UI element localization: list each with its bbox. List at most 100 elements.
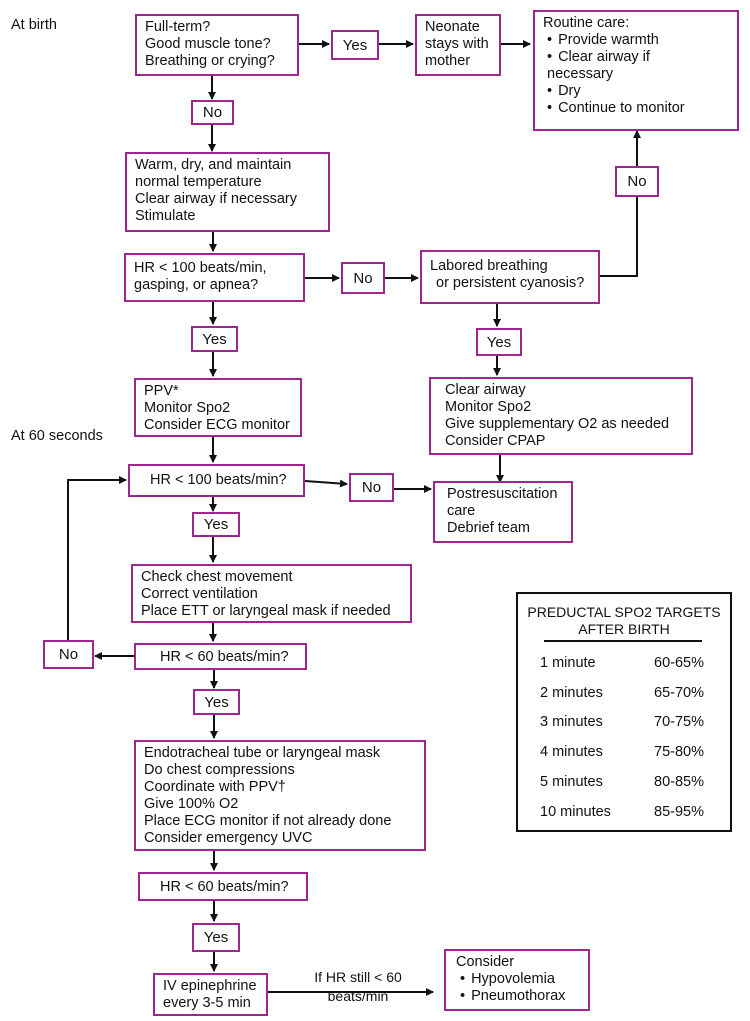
row-target: 60-65% xyxy=(654,655,704,671)
endo-line-2: Do chest compressions xyxy=(144,762,295,778)
row-target: 85-95% xyxy=(654,804,704,820)
row-target: 65-70% xyxy=(654,685,704,701)
warm-line-4: Stimulate xyxy=(135,208,196,224)
hr4-line-1: HR < 60 beats/min? xyxy=(160,879,289,895)
neonate-stays-box: Neonate stays with mother xyxy=(415,14,501,76)
row-time: 4 minutes xyxy=(540,744,603,760)
routine-item-warmth: Provide warmth xyxy=(543,32,729,49)
at-60-seconds-label: At 60 seconds xyxy=(11,428,103,444)
labored-breathing-box: Labored breathing or persistent cyanosis… xyxy=(420,250,600,304)
answer-no: No xyxy=(615,166,659,197)
table-title-divider xyxy=(544,640,702,642)
assessment-line-1: Full-term? xyxy=(145,19,211,35)
endo-line-4: Give 100% O2 xyxy=(144,796,239,812)
table-row: 3 minutes 70-75% xyxy=(540,714,718,730)
answer-yes: Yes xyxy=(191,326,238,352)
post-line-1: Postresuscitation xyxy=(447,486,558,502)
assessment-line-3: Breathing or crying? xyxy=(145,53,275,69)
clear-airway-line-4: Consider CPAP xyxy=(445,433,546,449)
clear-airway-line-2: Monitor Spo2 xyxy=(445,399,532,415)
neonate-line-2: stays with xyxy=(425,36,489,52)
table-row: 5 minutes 80-85% xyxy=(540,774,718,790)
answer-no: No xyxy=(341,262,385,294)
consider-title: Consider xyxy=(456,954,515,970)
answer-yes: Yes xyxy=(192,923,240,952)
hr3-line-1: HR < 60 beats/min? xyxy=(160,649,289,665)
iv-epinephrine-box: IV epinephrine every 3-5 min xyxy=(153,973,268,1016)
answer-no: No xyxy=(43,640,94,669)
clear-airway-box: Clear airway Monitor Spo2 Give supplemen… xyxy=(429,377,693,455)
routine-item-monitor: Continue to monitor xyxy=(543,100,729,117)
answer-no: No xyxy=(349,473,394,502)
spo2-targets-table: PREDUCTAL SPO2 TARGETS AFTER BIRTH 1 min… xyxy=(516,592,732,832)
routine-item-dry: Dry xyxy=(543,83,729,100)
if-hr-still-line2: beats/min xyxy=(327,988,389,1004)
consider-item-hypovolemia: Hypovolemia xyxy=(456,971,580,988)
clear-airway-line-1: Clear airway xyxy=(445,382,526,398)
hr-check-2-box: HR < 100 beats/min? xyxy=(128,464,305,497)
row-time: 5 minutes xyxy=(540,774,603,790)
warm-dry-box: Warm, dry, and maintain normal temperatu… xyxy=(125,152,330,232)
answer-yes: Yes xyxy=(476,328,522,356)
routine-care-title: Routine care: xyxy=(543,15,630,31)
routine-item-necessary: necessary xyxy=(547,66,614,82)
row-time: 10 minutes xyxy=(540,804,611,820)
initial-assessment-box: Full-term? Good muscle tone? Breathing o… xyxy=(135,14,299,76)
table-row: 10 minutes 85-95% xyxy=(540,804,718,820)
row-time: 1 minute xyxy=(540,655,596,671)
hr-check-1-box: HR < 100 beats/min, gasping, or apnea? xyxy=(124,253,305,302)
if-hr-still-line1: If HR still < 60 xyxy=(314,969,402,985)
chest-movement-box: Check chest movement Correct ventilation… xyxy=(131,564,412,623)
row-time: 3 minutes xyxy=(540,714,603,730)
row-target: 80-85% xyxy=(654,774,704,790)
consider-item-pneumothorax: Pneumothorax xyxy=(456,988,580,1005)
hr1-line-1: HR < 100 beats/min, xyxy=(134,260,267,276)
warm-line-1: Warm, dry, and maintain xyxy=(135,157,292,173)
hr1-line-2: gasping, or apnea? xyxy=(134,277,259,293)
chest-line-2: Correct ventilation xyxy=(141,586,258,602)
neonate-line-1: Neonate xyxy=(425,19,480,35)
answer-yes: Yes xyxy=(192,512,240,537)
post-line-3: Debrief team xyxy=(447,520,531,536)
ppv-line-2: Monitor Spo2 xyxy=(144,400,231,416)
hr2-line-1: HR < 100 beats/min? xyxy=(150,472,287,488)
answer-no: No xyxy=(191,100,234,125)
endo-line-5: Place ECG monitor if not already done xyxy=(144,813,392,829)
iv-line-2: every 3-5 min xyxy=(163,995,251,1011)
ppv-line-1: PPV* xyxy=(144,383,179,399)
chest-line-3: Place ETT or laryngeal mask if needed xyxy=(141,603,391,619)
table-row: 4 minutes 75-80% xyxy=(540,744,718,760)
if-hr-still-label: If HR still < 60 beats/min xyxy=(288,969,428,1005)
routine-care-box: Routine care: Provide warmth Clear airwa… xyxy=(533,10,739,131)
neonate-line-3: mother xyxy=(425,53,471,69)
row-target: 75-80% xyxy=(654,744,704,760)
post-line-2: care xyxy=(447,503,476,519)
postresuscitation-box: Postresuscitation care Debrief team xyxy=(433,481,573,543)
answer-yes: Yes xyxy=(331,30,379,60)
table-title-line-1: PREDUCTAL SPO2 TARGETS xyxy=(527,604,721,620)
warm-line-2: normal temperature xyxy=(135,174,262,190)
ppv-line-3: Consider ECG monitor xyxy=(144,417,290,433)
at-birth-label: At birth xyxy=(11,17,57,33)
hr-check-4-box: HR < 60 beats/min? xyxy=(138,872,308,901)
endotracheal-box: Endotracheal tube or laryngeal mask Do c… xyxy=(134,740,426,851)
table-row: 1 minute 60-65% xyxy=(540,655,718,671)
endo-line-6: Consider emergency UVC xyxy=(144,830,313,846)
iv-line-1: IV epinephrine xyxy=(163,978,257,994)
clear-airway-line-3: Give supplementary O2 as needed xyxy=(445,416,670,432)
ppv-box: PPV* Monitor Spo2 Consider ECG monitor xyxy=(134,378,302,437)
row-time: 2 minutes xyxy=(540,685,603,701)
consider-box: Consider Hypovolemia Pneumothorax xyxy=(444,949,590,1011)
chest-line-1: Check chest movement xyxy=(141,569,293,585)
warm-line-3: Clear airway if necessary xyxy=(135,191,297,207)
row-target: 70-75% xyxy=(654,714,704,730)
answer-yes: Yes xyxy=(193,689,240,715)
routine-item-clear-airway: Clear airway if xyxy=(543,49,729,66)
assessment-line-2: Good muscle tone? xyxy=(145,36,271,52)
table-title-line-2: AFTER BIRTH xyxy=(578,621,670,637)
labored-line-2: or persistent cyanosis? xyxy=(436,275,585,291)
hr-check-3-box: HR < 60 beats/min? xyxy=(134,643,307,670)
endo-line-3: Coordinate with PPV† xyxy=(144,779,286,795)
endo-line-1: Endotracheal tube or laryngeal mask xyxy=(144,745,381,761)
